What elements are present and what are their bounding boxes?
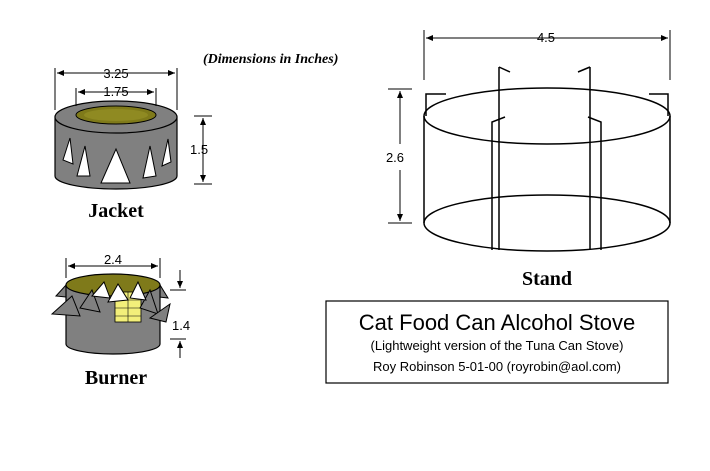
stand-dimensions [388, 30, 671, 224]
jacket-caption: Jacket [88, 200, 144, 222]
stand-caption: Stand [522, 268, 572, 290]
jacket-inner-diameter-label: 1.75 [103, 84, 128, 99]
title-box: Cat Food Can Alcohol Stove (Lightweight … [325, 300, 669, 384]
units-note: (Dimensions in Inches) [203, 52, 338, 67]
burner-diameter-label: 2.4 [104, 252, 122, 267]
stand-width-label: 4.5 [537, 30, 555, 45]
burner-height-label: 1.4 [172, 318, 190, 333]
jacket-drawing [54, 68, 212, 190]
burner-drawing [50, 258, 186, 358]
subtitle-text: (Lightweight version of the Tuna Can Sto… [371, 338, 624, 353]
jacket-outer-diameter-label: 3.25 [103, 66, 128, 81]
author-text: Roy Robinson 5-01-00 (royrobin@aol.com) [373, 359, 621, 374]
stand-drawing [423, 66, 671, 252]
title-text: Cat Food Can Alcohol Stove [359, 310, 635, 335]
burner-caption: Burner [85, 367, 147, 389]
stand-height-label: 2.6 [386, 150, 404, 165]
jacket-height-label: 1.5 [190, 142, 208, 157]
